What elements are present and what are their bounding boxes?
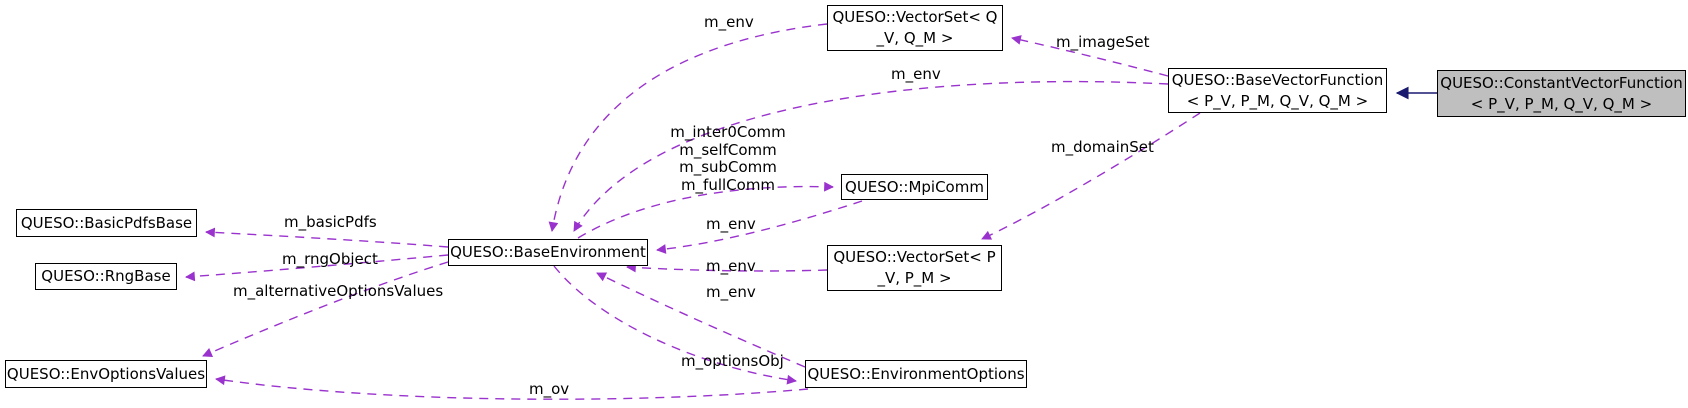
node-label: < P_V, P_M, Q_V, Q_M > bbox=[1186, 91, 1369, 110]
node-label: QUESO::RngBase bbox=[41, 267, 171, 285]
node-label: QUESO::BasicPdfsBase bbox=[20, 213, 193, 232]
edge-m-alternativeoptionsvalues-base-environment-to-env-options-values bbox=[202, 261, 449, 357]
edge-label-m-subcomm: m_subComm bbox=[679, 158, 777, 176]
edge-label-m-imageset: m_imageSet bbox=[1056, 33, 1150, 51]
node-label: QUESO::ConstantVectorFunction bbox=[1440, 73, 1683, 92]
node-label: QUESO::EnvironmentOptions bbox=[807, 364, 1025, 383]
edge-m-domainset-base-vector-function-to-vectorset-p bbox=[981, 112, 1201, 240]
node-queso-base-environment[interactable]: QUESO::BaseEnvironment bbox=[448, 239, 648, 266]
edge-m-basicpdfs-base-environment-to-basic-pdfs-base bbox=[205, 227, 449, 248]
node-queso-vectorset-q[interactable]: QUESO::VectorSet< Q _V, Q_M > bbox=[827, 5, 1003, 51]
edge-m-imageset-base-vector-function-to-vectorset-q bbox=[1011, 35, 1169, 77]
edge-m-env-vectorset-q-to-base-environment bbox=[548, 23, 828, 232]
edge-label-m-env-base-vector-function: m_env bbox=[891, 65, 941, 83]
node-queso-rng-base[interactable]: QUESO::RngBase bbox=[35, 263, 177, 290]
edge-label-m-fullcomm: m_fullComm bbox=[680, 175, 776, 194]
edge-label-comm-group: m_inter0Comm m_selfComm m_subComm m_full… bbox=[664, 123, 792, 194]
edge-m-ov-environment-options-to-env-options-values bbox=[215, 375, 809, 400]
node-queso-mpi-comm[interactable]: QUESO::MpiComm bbox=[841, 174, 988, 200]
node-label: _V, Q_M > bbox=[876, 29, 954, 47]
node-queso-env-options-values[interactable]: QUESO::EnvOptionsValues bbox=[5, 360, 207, 388]
edge-m-env-environment-options-to-base-environment bbox=[596, 272, 806, 368]
node-label: < P_V, P_M, Q_V, Q_M > bbox=[1470, 94, 1653, 113]
edge-m-env-vectorset-p-to-base-environment bbox=[626, 262, 828, 273]
node-label: QUESO::MpiComm bbox=[845, 177, 984, 196]
edge-label-m-basicpdfs: m_basicPdfs bbox=[284, 213, 377, 231]
node-label: QUESO::VectorSet< Q bbox=[832, 8, 998, 26]
edge-label-m-env-mpi-comm: m_env bbox=[706, 215, 756, 233]
node-label: QUESO::VectorSet< P bbox=[833, 248, 996, 266]
edge-label-m-rngobject: m_rngObject bbox=[282, 250, 378, 268]
edge-label-m-domainset: m_domainSet bbox=[1051, 138, 1154, 156]
edge-label-m-ov: m_ov bbox=[529, 380, 570, 398]
edge-m-env-mpi-comm-to-base-environment bbox=[656, 200, 863, 254]
edge-label-m-env-vectorset-p: m_env bbox=[706, 257, 756, 275]
edge-m-rngobject-base-environment-to-rng-base bbox=[185, 254, 449, 282]
edge-label-m-env-vectorset-q: m_env bbox=[704, 13, 754, 31]
node-label: QUESO::BaseVectorFunction bbox=[1171, 70, 1384, 89]
edge-label-m-optionsobj: m_optionsObj bbox=[681, 352, 784, 370]
node-queso-constant-vector-function: QUESO::ConstantVectorFunction < P_V, P_M… bbox=[1437, 70, 1686, 117]
node-label: QUESO::BaseEnvironment bbox=[450, 243, 646, 261]
edge-comm-base-environment-to-mpi-comm bbox=[577, 181, 834, 239]
edge-label-m-selfcomm: m_selfComm bbox=[679, 140, 777, 159]
node-queso-basic-pdfs-base[interactable]: QUESO::BasicPdfsBase bbox=[16, 209, 197, 237]
edge-label-m-env-environment-options: m_env bbox=[706, 283, 756, 301]
node-queso-vectorset-p[interactable]: QUESO::VectorSet< P _V, P_M > bbox=[827, 245, 1002, 291]
edge-m-env-base-vector-function-to-base-environment bbox=[573, 80, 1169, 232]
node-label: QUESO::EnvOptionsValues bbox=[6, 364, 206, 383]
node-queso-environment-options[interactable]: QUESO::EnvironmentOptions bbox=[805, 360, 1027, 388]
edge-label-m-inter0comm: m_inter0Comm bbox=[670, 123, 786, 141]
edge-label-m-alternativeoptionsvalues: m_alternativeOptionsValues bbox=[233, 282, 444, 300]
node-label: _V, P_M > bbox=[877, 269, 952, 287]
node-queso-base-vector-function[interactable]: QUESO::BaseVectorFunction < P_V, P_M, Q_… bbox=[1168, 68, 1387, 113]
